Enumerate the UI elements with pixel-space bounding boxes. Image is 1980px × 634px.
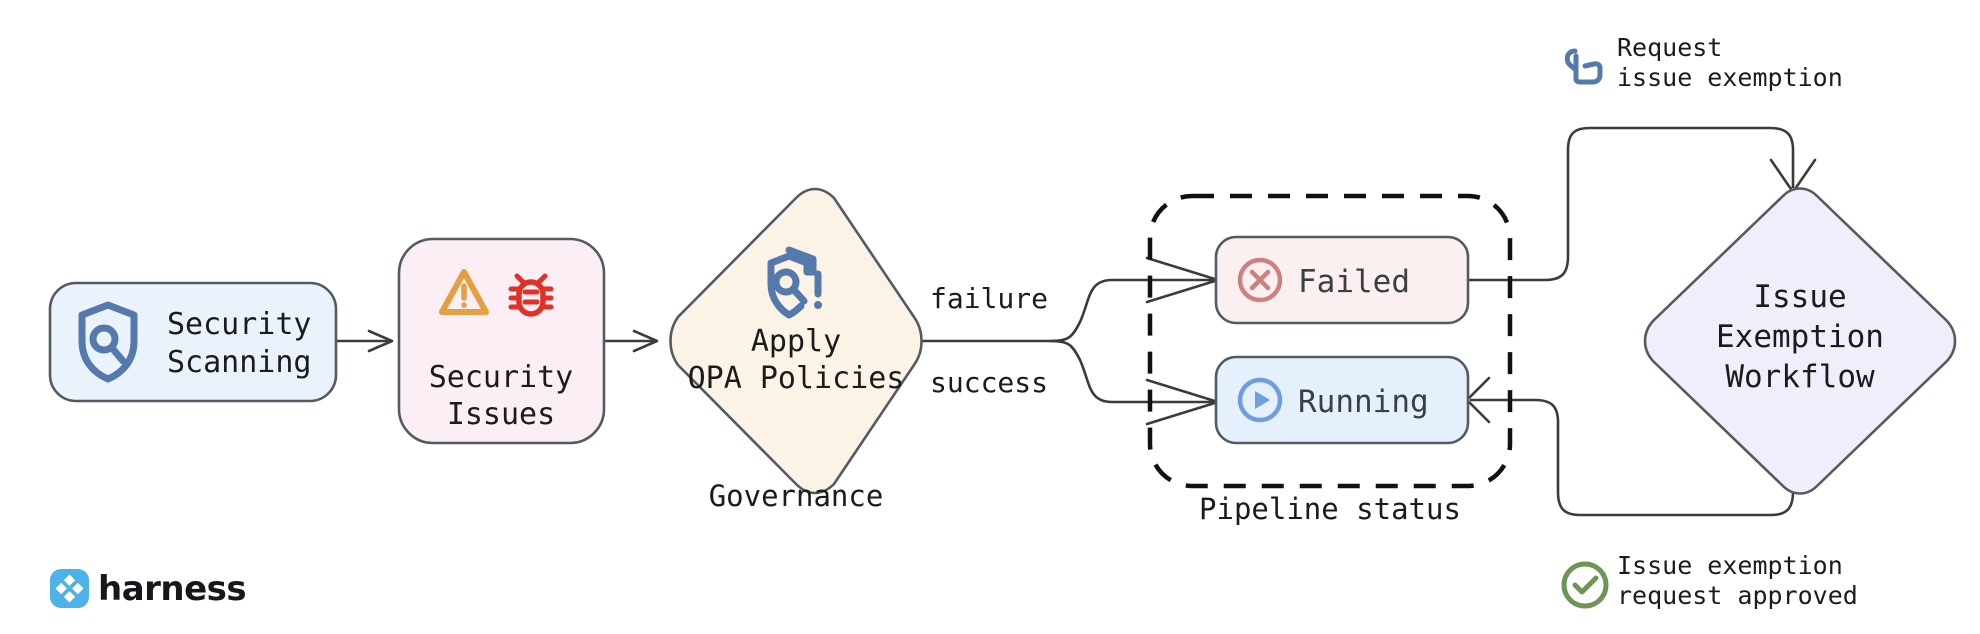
- node-failed[interactable]: Failed: [1214, 235, 1470, 325]
- shield-search-icon: [78, 301, 138, 383]
- security-scanning-label-line1: Security: [167, 307, 312, 342]
- request-approved-line2: request approved: [1617, 581, 1858, 610]
- bug-icon: [508, 273, 554, 317]
- workflow-label-line3: Workflow: [1725, 359, 1875, 395]
- security-issues-label-line1: Security: [429, 360, 574, 395]
- node-running[interactable]: Running: [1214, 355, 1470, 445]
- governance-label-line2: OPA Policies: [688, 361, 905, 396]
- harness-logo-icon: [50, 569, 89, 608]
- edge-label-failure: failure: [930, 282, 1048, 315]
- workflow-label-line1: Issue: [1753, 279, 1846, 315]
- pipeline-status-group: Pipeline status: [1147, 193, 1513, 526]
- edge-label-success: success: [930, 366, 1048, 399]
- circle-check-icon: [1561, 561, 1609, 609]
- annotation-request-issue-exemption: Request issue exemption: [1564, 33, 1843, 92]
- node-security-scanning[interactable]: Security Scanning: [48, 281, 338, 403]
- security-issues-label-line2: Issues: [447, 397, 555, 432]
- pipeline-status-caption: Pipeline status: [1199, 492, 1461, 526]
- workflow-label-line2: Exemption: [1716, 319, 1884, 355]
- node-security-issues[interactable]: Security Issues: [397, 237, 606, 445]
- click-hand-icon: [1564, 48, 1603, 85]
- request-exemption-line1: Request: [1617, 33, 1722, 62]
- governance-caption: Governance: [709, 479, 884, 513]
- request-approved-line1: Issue exemption: [1617, 551, 1843, 580]
- failed-label: Failed: [1298, 264, 1410, 300]
- request-exemption-line2: issue exemption: [1617, 63, 1843, 92]
- running-label: Running: [1298, 384, 1429, 420]
- node-apply-opa-policies[interactable]: Apply OPA Policies Governance: [669, 187, 923, 513]
- circle-play-icon: [1237, 377, 1283, 423]
- circle-x-icon: [1237, 257, 1283, 303]
- harness-logo-text: harness: [98, 569, 246, 609]
- warning-triangle-icon: [439, 269, 489, 315]
- governance-label-line1: Apply: [751, 324, 841, 359]
- edge-issues-to-governance: [604, 329, 659, 353]
- harness-logo: harness: [50, 569, 247, 609]
- shield-policy-alert-icon: [767, 246, 822, 319]
- edge-scanning-to-issues: [337, 329, 394, 353]
- security-scanning-label-line2: Scanning: [167, 345, 312, 380]
- annotation-request-approved: Issue exemption request approved: [1561, 551, 1858, 610]
- node-issue-exemption-workflow[interactable]: Issue Exemption Workflow: [1643, 187, 1957, 495]
